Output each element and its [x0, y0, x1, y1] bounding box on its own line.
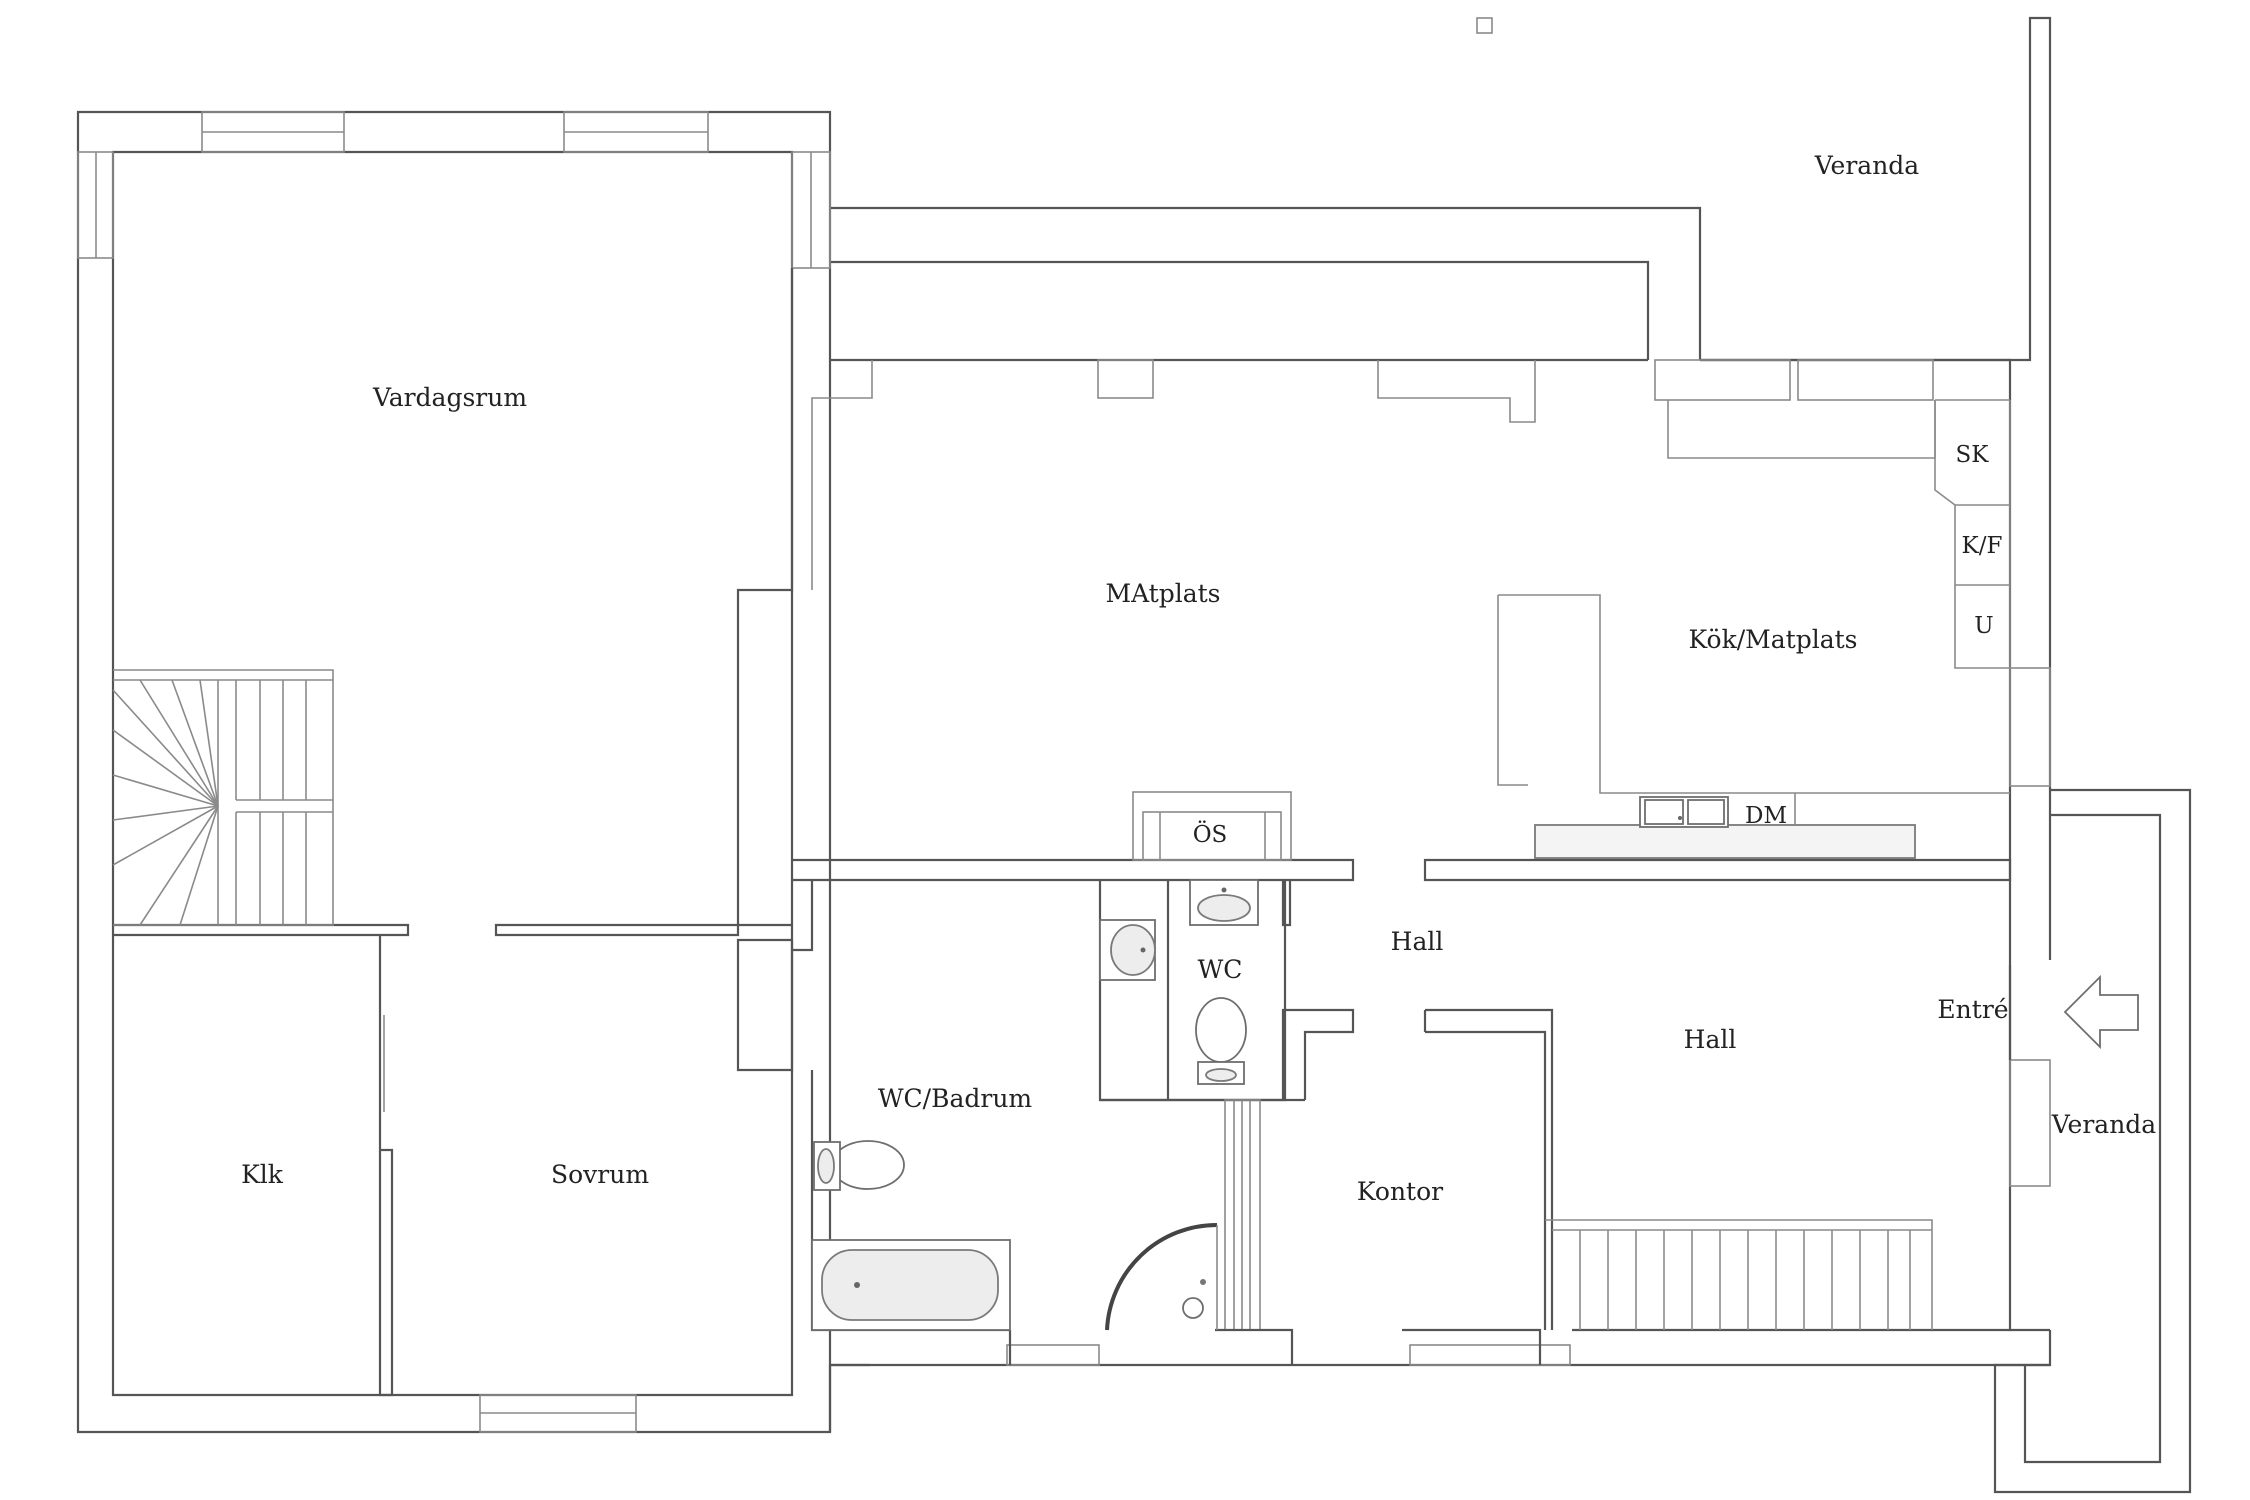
label-matplats: MAtplats — [1105, 579, 1220, 608]
label-hall-right: Hall — [1684, 1025, 1737, 1054]
label-u: U — [1974, 613, 1993, 639]
label-kok-matplats: Kök/Matplats — [1689, 625, 1858, 654]
room-labels: Veranda Vardagsrum MAtplats Kök/Matplats… — [241, 151, 2156, 1206]
label-kontor: Kontor — [1357, 1177, 1443, 1206]
label-veranda-right: Veranda — [2051, 1110, 2157, 1139]
shower-drain-icon — [1224, 1099, 1261, 1331]
fixtures — [811, 796, 2139, 1331]
label-wc-badrum: WC/Badrum — [878, 1084, 1033, 1113]
label-dm: DM — [1745, 803, 1787, 829]
bathtub-icon — [811, 1239, 1011, 1331]
entrance-arrow-icon — [2063, 974, 2139, 1050]
north-marker — [1476, 17, 1493, 34]
washbasin-icon — [1189, 879, 1259, 926]
toilet-icon — [813, 1140, 905, 1191]
sink-icon — [1639, 796, 1729, 828]
label-klk: Klk — [241, 1160, 284, 1189]
toilet-icon — [1195, 997, 1247, 1085]
shower-icon — [1105, 1222, 1218, 1331]
interior-walls — [792, 359, 2192, 1494]
left-wing-interior — [112, 268, 794, 1397]
label-entre: Entré — [1937, 995, 2008, 1024]
staircase-icon — [1545, 1219, 1933, 1330]
staircase-icon — [112, 669, 334, 926]
windows — [77, 111, 2051, 1433]
label-hall-center: Hall — [1391, 927, 1444, 956]
label-kf: K/F — [1962, 533, 2003, 559]
label-veranda-top: Veranda — [1814, 151, 1920, 180]
label-sovrum: Sovrum — [551, 1160, 649, 1189]
label-wc: WC — [1198, 955, 1243, 984]
washbasin-icon — [1099, 919, 1156, 981]
label-sk: SK — [1956, 442, 1990, 468]
label-os: ÖS — [1193, 821, 1228, 848]
label-vardagsrum: Vardagsrum — [372, 383, 527, 412]
